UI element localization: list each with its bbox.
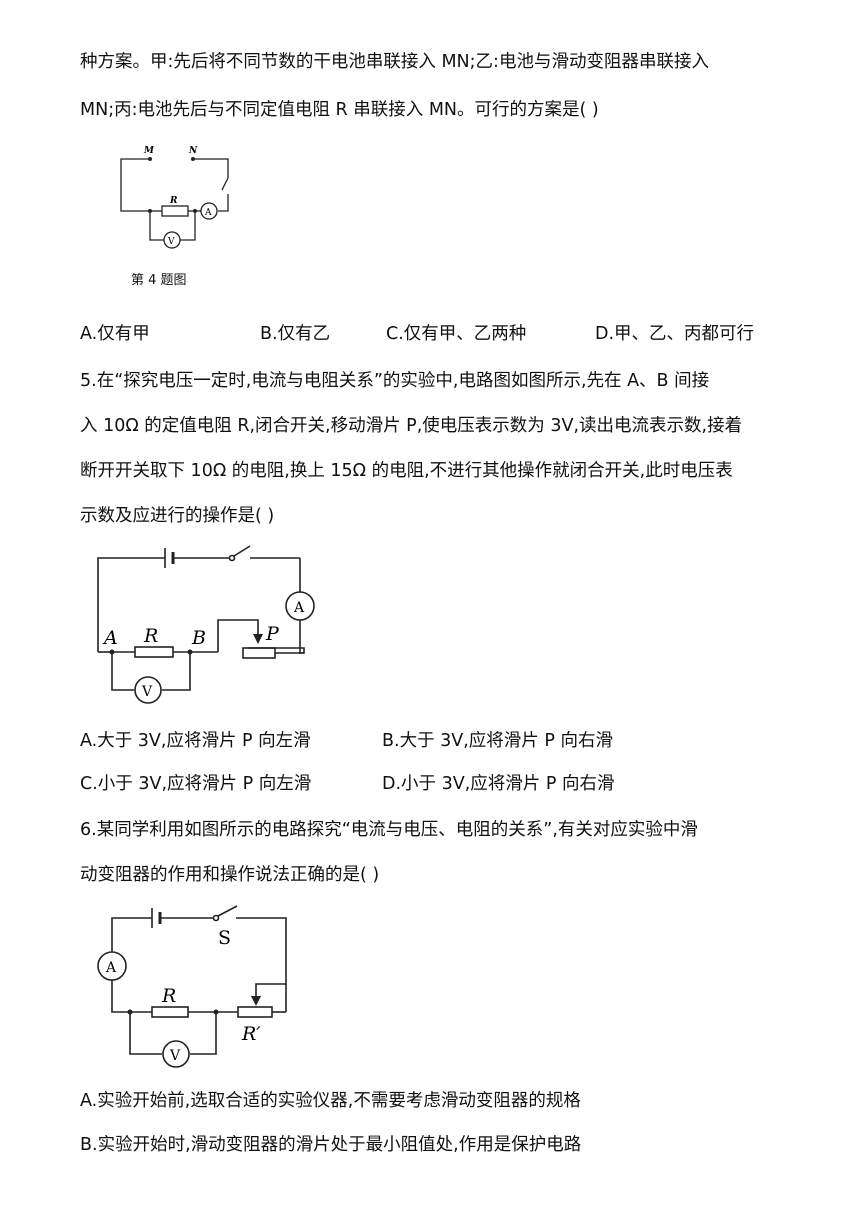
q5-option-a[interactable]: A.大于 3V,应将滑片 P 向左滑	[80, 731, 311, 751]
q4-label-n: N	[188, 146, 198, 156]
q6-label-s: S	[218, 927, 231, 949]
q4-option-b[interactable]: B.仅有乙	[260, 324, 331, 344]
q4-wire-right-bottom	[218, 194, 229, 212]
q6-text-line-2: 动变阻器的作用和操作说法正确的是( )	[80, 865, 380, 885]
q4-option-c[interactable]: C.仅有甲、乙两种	[386, 324, 527, 344]
q4-resistor	[161, 205, 189, 217]
q5-voltmeter	[134, 676, 162, 704]
q5-text-line-3: 断开开关取下 10Ω 的电阻,换上 15Ω 的电阻,不进行其他操作就闭合开关,此…	[80, 461, 733, 481]
q6-circuit-figure: S A R R′ V	[90, 900, 305, 1079]
q4-label-v: V	[167, 237, 175, 247]
q6-label-ammeter: A	[105, 960, 117, 976]
q4-label-m: M	[143, 146, 155, 156]
q5-resistor	[134, 646, 174, 658]
q4-option-a[interactable]: A.仅有甲	[80, 324, 150, 344]
q4-switch	[221, 177, 229, 191]
q6-label-voltmeter: V	[169, 1048, 181, 1064]
q5-label-node-b: B	[191, 627, 206, 649]
q5-option-c[interactable]: C.小于 3V,应将滑片 P 向左滑	[80, 774, 312, 794]
q5-text-line-2: 入 10Ω 的定值电阻 R,闭合开关,移动滑片 P,使电压表示数为 3V,读出电…	[80, 416, 743, 436]
q6-switch	[217, 905, 238, 917]
q4-label-a: A	[204, 208, 212, 218]
q6-voltmeter	[162, 1040, 190, 1068]
q5-label-r: R	[143, 625, 158, 647]
q4-text-line-1: 种方案。甲:先后将不同节数的干电池串联接入 MN;乙:电池与滑动变阻器串联接入	[80, 52, 709, 72]
q5-switch	[233, 545, 251, 557]
q6-rheostat	[237, 1006, 273, 1018]
q5-label-node-a: A	[102, 627, 118, 649]
q4-circuit-figure: M N R A V 第 4 题图	[110, 138, 250, 294]
q5-rheostat	[242, 647, 276, 659]
q6-label-r-prime: R′	[241, 1023, 261, 1045]
q5-circuit-figure: A R B P A V	[90, 540, 340, 719]
q4-option-d[interactable]: D.甲、乙、丙都可行	[595, 324, 755, 344]
q5-label-p: P	[265, 623, 280, 645]
q6-text-line-1: 6.某同学利用如图所示的电路探究“电流与电压、电阻的关系”,有关对应实验中滑	[80, 820, 698, 840]
q5-option-b[interactable]: B.大于 3V,应将滑片 P 向右滑	[382, 731, 613, 751]
q5-option-d[interactable]: D.小于 3V,应将滑片 P 向右滑	[382, 774, 615, 794]
q4-wire-right-top	[193, 158, 229, 178]
q5-label-voltmeter: V	[141, 684, 153, 700]
q6-resistor	[151, 1006, 189, 1018]
q4-figure-caption: 第 4 题图	[131, 273, 187, 288]
q4-wire-left	[120, 158, 150, 212]
q5-text-line-4: 示数及应进行的操作是( )	[80, 506, 275, 526]
q6-slider-arrow	[251, 996, 261, 1006]
q6-option-a[interactable]: A.实验开始前,选取合适的实验仪器,不需要考虑滑动变阻器的规格	[80, 1091, 581, 1111]
q5-label-ammeter: A	[293, 600, 305, 616]
q5-slider-arrow	[253, 634, 263, 644]
q5-text-line-1: 5.在“探究电压一定时,电流与电阻关系”的实验中,电路图如图所示,先在 A、B …	[80, 371, 710, 391]
q6-label-r: R	[161, 985, 176, 1007]
q4-text-line-2: MN;丙:电池先后与不同定值电阻 R 串联接入 MN。可行的方案是( )	[80, 100, 599, 120]
q4-ammeter	[200, 202, 218, 220]
q4-label-r: R	[169, 196, 178, 206]
q6-option-b[interactable]: B.实验开始时,滑动变阻器的滑片处于最小阻值处,作用是保护电路	[80, 1135, 582, 1155]
